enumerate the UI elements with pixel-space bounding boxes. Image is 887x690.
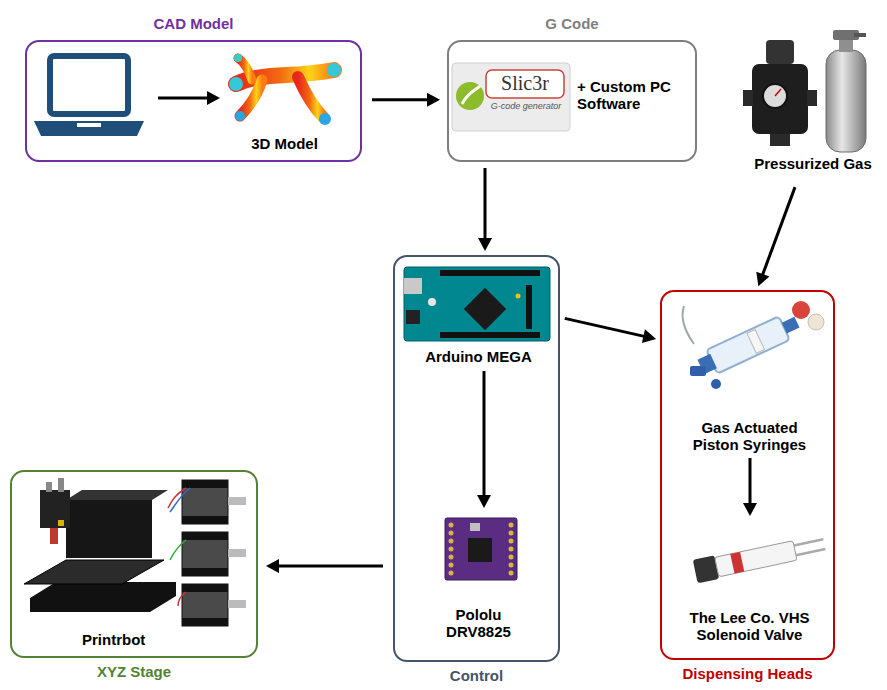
node-text: + Custom PC Software bbox=[577, 78, 695, 112]
illustration-caption: 3D Model bbox=[217, 54, 352, 154]
group-box: ControlArduino MEGAPololu DRV8825 bbox=[393, 255, 560, 662]
inner-arrow bbox=[158, 91, 220, 105]
printrbot-illustration bbox=[24, 478, 246, 626]
group-heading: XYZ Stage bbox=[0, 663, 296, 680]
node-text: Pololu DRV8825 bbox=[434, 606, 523, 640]
arrow-connector bbox=[743, 458, 757, 516]
connector-line bbox=[277, 564, 383, 567]
illustration-caption: Gas Actuated Piston Syringes bbox=[667, 300, 832, 455]
arrow-connector bbox=[478, 168, 492, 251]
group-heading: Dispensing Heads bbox=[622, 665, 873, 682]
connector-line bbox=[484, 168, 487, 240]
group-box: XYZ StagePrintrbot bbox=[10, 470, 258, 658]
group-heading: CAD Model bbox=[0, 15, 400, 32]
arrowhead bbox=[427, 93, 440, 107]
group-box: Dispensing HeadsGas Actuated Piston Syri… bbox=[660, 290, 835, 660]
arduino-board bbox=[404, 267, 550, 341]
arrowhead bbox=[477, 495, 491, 508]
group-heading: Control bbox=[355, 667, 598, 684]
connector-line bbox=[762, 187, 795, 276]
laptop-icon bbox=[34, 56, 144, 136]
group-heading: G Code bbox=[409, 15, 735, 32]
node-text: Arduino MEGA bbox=[404, 348, 553, 365]
gas-cylinder bbox=[826, 30, 866, 152]
connector-line bbox=[482, 371, 485, 497]
node-text: Gas Actuated Piston Syringes bbox=[682, 419, 817, 453]
group-box: G Code+ Custom PC Software bbox=[447, 40, 697, 162]
illustration-caption: The Lee Co. VHS Solenoid Valve bbox=[667, 520, 832, 645]
arrowhead bbox=[743, 503, 757, 516]
connector-line bbox=[748, 458, 751, 505]
illustration-caption: Pololu DRV8825 bbox=[420, 512, 537, 642]
node-text: Printrbot bbox=[82, 631, 145, 648]
connector-line bbox=[372, 98, 429, 101]
node-text: The Lee Co. VHS Solenoid Valve bbox=[677, 609, 822, 643]
syringe-illustration bbox=[682, 301, 824, 389]
arrow-connector bbox=[372, 93, 440, 107]
driver-board bbox=[445, 518, 517, 580]
vessel-model bbox=[229, 54, 341, 125]
logo-text: G-code generator bbox=[486, 101, 566, 111]
arrow-connector bbox=[266, 559, 383, 573]
group-box: CAD Model3D Model bbox=[25, 40, 362, 162]
node-text: Pressurized Gas bbox=[742, 155, 884, 172]
connector-line bbox=[565, 318, 646, 336]
node-text: 3D Model bbox=[221, 135, 348, 152]
arrow-connector bbox=[477, 371, 491, 508]
arrow-connector bbox=[756, 187, 795, 286]
illustration-caption: Arduino MEGA bbox=[400, 262, 557, 367]
arrowhead bbox=[478, 238, 492, 251]
illustration-caption: Pressurized Gas bbox=[740, 28, 886, 174]
arrowhead bbox=[642, 329, 656, 343]
arrowhead bbox=[266, 559, 279, 573]
logo-text: Slic3r bbox=[488, 72, 562, 95]
arrowhead bbox=[756, 272, 769, 287]
arrow-connector bbox=[565, 318, 656, 343]
solenoid-valve bbox=[693, 532, 827, 583]
gas-regulator bbox=[743, 40, 817, 146]
slic3r-logo bbox=[452, 63, 570, 131]
